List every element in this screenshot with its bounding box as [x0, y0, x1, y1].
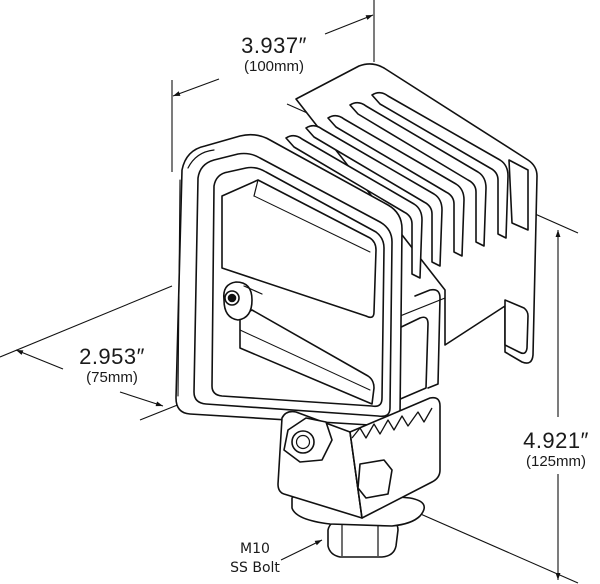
- width-mm-value: (100mm): [243, 58, 304, 75]
- work-light-body: [175, 63, 538, 428]
- bolt-leader: [280, 539, 323, 561]
- mounting-bracket: [277, 396, 441, 558]
- width-inch-value: 3.937″: [241, 33, 307, 58]
- lower-fin-brace: [414, 288, 441, 389]
- bolt-callout-size: M10: [240, 541, 270, 557]
- serrated-teeth: [351, 407, 433, 439]
- width-dimension-label: 3.937″ (100mm): [222, 33, 326, 75]
- width-arrow-left: [172, 78, 220, 97]
- width-arrow-right: [324, 14, 374, 35]
- height-extension-bottom: [399, 504, 579, 584]
- rear-tab-lower: [504, 299, 529, 355]
- bolt-callout: M10 SS Bolt: [222, 540, 288, 578]
- depth-arrow-bottom: [119, 391, 164, 407]
- lens-face: [211, 166, 385, 408]
- pivot-bolt-end: [291, 430, 315, 454]
- rear-tab-upper: [508, 159, 529, 231]
- height-dimension-label: 4.921″ (125mm): [511, 428, 600, 470]
- height-mm-value: (125mm): [525, 453, 586, 470]
- cooling-fin-2: [285, 134, 423, 279]
- cooling-fin-3: [305, 124, 443, 267]
- front-bezel-inner: [193, 152, 393, 418]
- upper-reflector: [221, 179, 377, 319]
- height-inch-value: 4.921″: [523, 428, 589, 453]
- depth-arrow-top: [15, 349, 64, 370]
- lower-reflector: [239, 309, 375, 405]
- cooling-fin-5: [349, 101, 487, 247]
- cooling-fin-4: [327, 114, 465, 257]
- width-dimension: [171, 0, 375, 172]
- cooling-fin-6: [371, 91, 509, 239]
- depth-mm-value: (75mm): [86, 369, 138, 386]
- bolt-callout-material: SS Bolt: [230, 560, 280, 576]
- inner-nut: [357, 459, 393, 499]
- depth-extension-top: [0, 285, 173, 358]
- lower-fins: [394, 316, 429, 401]
- depth-dimension-label: 2.953″ (75mm): [60, 344, 164, 386]
- depth-inch-value: 2.953″: [79, 344, 145, 369]
